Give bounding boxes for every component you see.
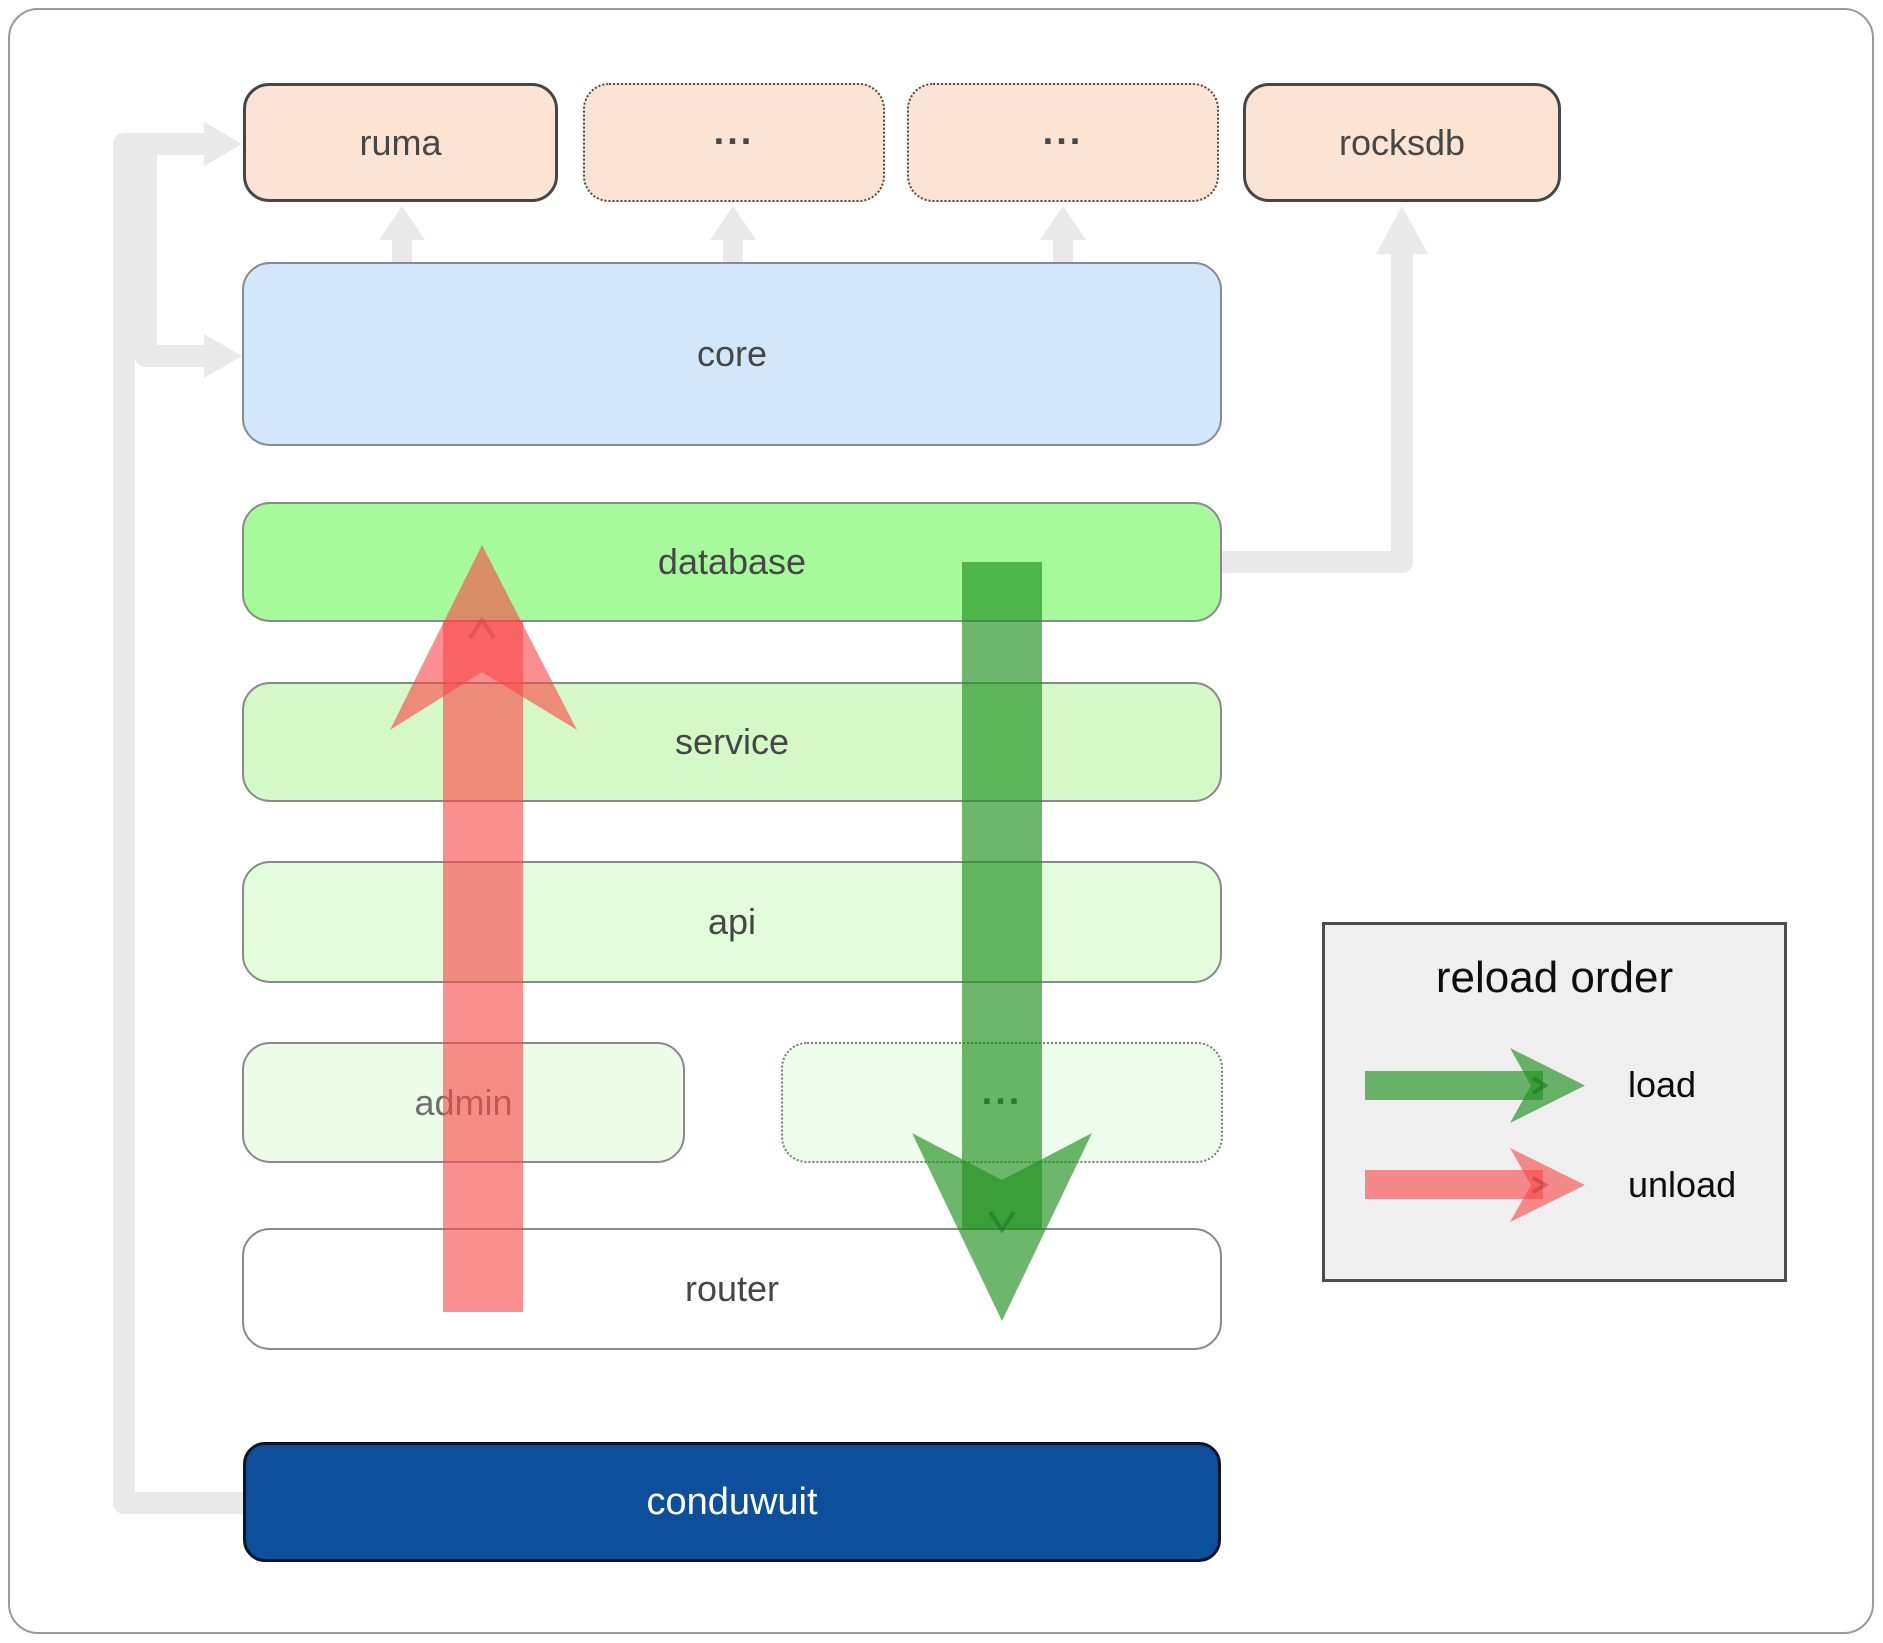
node-core: core <box>242 262 1222 446</box>
node-service: service <box>242 682 1222 802</box>
legend: reload order load unload <box>1322 922 1787 1282</box>
node-admin: admin <box>242 1042 685 1163</box>
outer-border <box>8 8 1874 1634</box>
node-router-label: router <box>684 1268 780 1309</box>
node-ruma-label: ruma <box>359 121 442 163</box>
node-core-label: core <box>696 333 768 374</box>
node-rocksdb-label: rocksdb <box>1338 121 1466 163</box>
node-ruma: ruma <box>243 83 558 202</box>
node-service-label: service <box>674 721 790 762</box>
node-more-crate-1: ... <box>583 83 885 202</box>
node-router: router <box>242 1228 1222 1350</box>
node-database: database <box>242 502 1222 622</box>
node-more-services: ... <box>781 1042 1223 1163</box>
node-more-services-label: ... <box>981 1071 1023 1113</box>
node-more-crate-1-label: ... <box>713 111 755 153</box>
node-api-label: api <box>707 901 757 942</box>
load-arrow-icon <box>1365 1048 1585 1123</box>
node-rocksdb: rocksdb <box>1243 83 1561 202</box>
node-more-crate-2-label: ... <box>1042 111 1084 153</box>
legend-title: reload order <box>1435 953 1674 1002</box>
node-admin-label: admin <box>414 1081 513 1123</box>
legend-load-label: load <box>1628 1064 1697 1105</box>
unload-arrow-icon <box>1365 1148 1585 1222</box>
node-conduwuit: conduwuit <box>243 1442 1221 1562</box>
node-more-crate-2: ... <box>907 83 1219 202</box>
legend-unload-label: unload <box>1628 1164 1737 1205</box>
node-database-label: database <box>657 541 807 582</box>
node-api: api <box>242 861 1222 983</box>
node-conduwuit-label: conduwuit <box>646 1480 818 1523</box>
